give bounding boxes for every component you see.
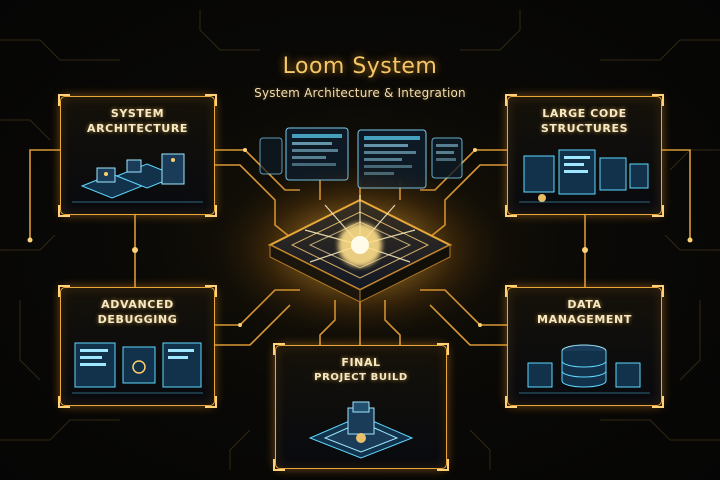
diagram-subtitle: System Architecture & Integration <box>254 86 466 100</box>
panel-large-code-structures: Large Code Structures <box>505 94 664 217</box>
panel-corner <box>205 94 217 106</box>
database-icon <box>519 344 650 394</box>
diagram-title: Loom System <box>282 54 438 79</box>
panel-system-architecture: System Architecture <box>58 94 217 217</box>
panel-corner <box>652 396 664 408</box>
build-platform-icon <box>308 401 414 459</box>
code-structure-icon <box>519 149 650 203</box>
panel-corner <box>58 94 70 106</box>
panel-corner <box>505 94 517 106</box>
panel-corner <box>652 205 664 217</box>
panel-corner <box>505 285 517 297</box>
panel-corner <box>273 459 285 471</box>
panel-data-management: Data Management <box>505 285 664 408</box>
panel-corner <box>652 94 664 106</box>
panel-corner <box>652 285 664 297</box>
panel-label-line2: Structures <box>540 122 629 135</box>
panel-label-line2: Project Build <box>314 372 408 383</box>
panel-label-line2: Debugging <box>97 313 178 326</box>
panel-final-project-build: Final Project Build <box>273 343 449 471</box>
panel-corner <box>437 459 449 471</box>
panel-label-line1: Final <box>341 356 381 369</box>
panel-corner <box>58 285 70 297</box>
central-core <box>200 155 520 345</box>
panel-advanced-debugging: Advanced Debugging <box>58 285 217 408</box>
panel-label-line2: Management <box>537 313 632 326</box>
panel-corner <box>505 396 517 408</box>
panel-corner <box>58 205 70 217</box>
panel-corner <box>273 343 285 355</box>
debug-screens-icon <box>72 342 203 394</box>
panel-corner <box>205 396 217 408</box>
connector-nodes <box>27 148 693 327</box>
panel-label-line1: Data <box>567 298 602 311</box>
panel-corner <box>205 205 217 217</box>
server-blocks-icon <box>72 153 203 203</box>
panel-corner <box>58 396 70 408</box>
panel-label-line1: System <box>110 107 165 120</box>
panel-corner <box>205 285 217 297</box>
panel-corner <box>437 343 449 355</box>
panel-label-line1: Advanced <box>101 298 174 311</box>
panel-label-line1: Large Code <box>542 107 627 120</box>
panel-label-line2: Architecture <box>86 122 189 135</box>
panel-corner <box>505 205 517 217</box>
